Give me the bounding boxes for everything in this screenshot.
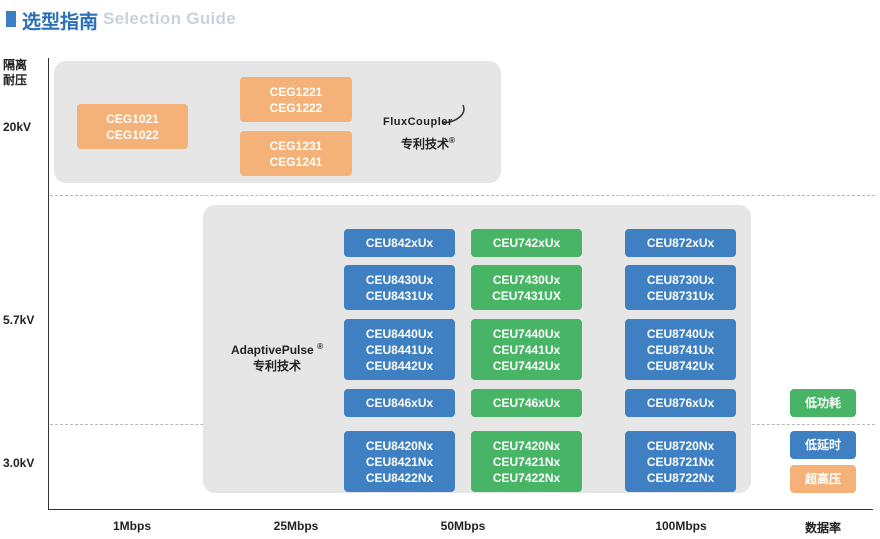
legend-low-latency: 低延时 — [790, 431, 856, 459]
product-box-ceu8740ux[interactable]: CEU8740Ux CEU8741Ux CEU8742Ux — [625, 319, 736, 380]
product-code: CEU8430Ux — [365, 272, 434, 287]
product-code: CEU8742Ux — [646, 358, 715, 373]
product-code: CEG1222 — [269, 100, 323, 115]
product-code: CEU8441Ux — [365, 342, 434, 357]
x-tick-1mbps: 1Mbps — [112, 519, 151, 533]
product-box-ceu872xux[interactable]: CEU872xUx — [625, 229, 736, 257]
product-code: CEU8720Nx — [646, 438, 715, 453]
adaptivepulse-patent-text: 专利技术 — [252, 359, 301, 373]
product-code: CEU7431UX — [492, 288, 561, 303]
product-code: CEU8740Ux — [646, 326, 715, 341]
y-axis-line — [48, 58, 49, 510]
product-code: CEU7421Nx — [492, 454, 561, 469]
separator-20kv — [50, 195, 875, 196]
product-code: CEU742xUx — [492, 236, 561, 250]
product-box-ceu846xux[interactable]: CEU846xUx — [344, 389, 455, 417]
product-code: CEU8721Nx — [646, 454, 715, 469]
fluxcoupler-patent-text: 专利技术 — [401, 137, 450, 151]
legend-low-power: 低功耗 — [790, 389, 856, 417]
product-code: CEG1231 — [269, 138, 323, 153]
y-tick-3-0kv: 3.0kV — [3, 456, 35, 470]
product-code: CEU876xUx — [646, 396, 715, 410]
product-code: CEU8741Ux — [646, 342, 715, 357]
legend-label: 低延时 — [804, 438, 841, 452]
product-code: CEU7440Ux — [492, 326, 561, 341]
x-axis-line — [48, 509, 873, 510]
product-code: CEU846xUx — [365, 396, 434, 410]
y-axis-label-line2: 耐压 — [3, 73, 28, 87]
product-box-ceu8720nx[interactable]: CEU8720Nx CEU8721Nx CEU8722Nx — [625, 431, 736, 492]
x-axis-label: 数据率 — [804, 521, 841, 535]
registered-mark: ® — [449, 136, 455, 145]
y-axis-label-line1: 隔离 — [3, 58, 28, 72]
registered-mark: ® — [317, 342, 323, 351]
product-box-ceu8440ux[interactable]: CEU8440Ux CEU8441Ux CEU8442Ux — [344, 319, 455, 380]
x-tick-100mbps: 100Mbps — [655, 519, 707, 533]
product-code: CEU8422Nx — [365, 470, 434, 485]
product-box-ceu746xux[interactable]: CEU746xUx — [471, 389, 582, 417]
product-box-ceg1021[interactable]: CEG1021 CEG1022 — [77, 104, 188, 149]
legend-label: 低功耗 — [804, 396, 841, 410]
title-accent-bar — [6, 11, 16, 27]
legend-label: 超高压 — [804, 472, 841, 486]
product-box-ceu876xux[interactable]: CEU876xUx — [625, 389, 736, 417]
adaptivepulse-tech-label: AdaptivePulse ® 专利技术 — [213, 339, 341, 374]
product-code: CEG1022 — [106, 127, 159, 142]
product-code: CEU8420Nx — [365, 438, 434, 453]
x-tick-50mbps: 50Mbps — [440, 519, 486, 533]
product-box-ceu842xux[interactable]: CEU842xUx — [344, 229, 455, 257]
product-box-ceu8430ux[interactable]: CEU8430Ux CEU8431Ux — [344, 265, 455, 310]
y-tick-5-7kv: 5.7kV — [3, 313, 35, 327]
product-code: CEG1021 — [106, 111, 159, 126]
product-box-ceu7420nx[interactable]: CEU7420Nx CEU7421Nx CEU7422Nx — [471, 431, 582, 492]
product-code: CEU8440Ux — [365, 326, 434, 341]
y-tick-20kv: 20kV — [3, 120, 32, 134]
product-code: CEU8722Nx — [646, 470, 715, 485]
product-code: CEU7430Ux — [492, 272, 561, 287]
page-subtitle: Selection Guide — [103, 9, 236, 28]
product-box-ceu7440ux[interactable]: CEU7440Ux CEU7441Ux CEU7442Ux — [471, 319, 582, 380]
product-code: CEU8442Ux — [365, 358, 434, 373]
product-box-ceu8730ux[interactable]: CEU8730Ux CEU8731Ux — [625, 265, 736, 310]
product-box-ceg1231[interactable]: CEG1231 CEG1241 — [240, 131, 352, 176]
product-code: CEU7441Ux — [492, 342, 561, 357]
fluxcoupler-tech-label: FluxCoupler 专利技术® — [375, 104, 475, 151]
fluxcoupler-brand: FluxCoupler — [383, 116, 453, 128]
product-code: CEU872xUx — [646, 236, 715, 250]
fluxcoupler-swoosh-icon — [442, 104, 465, 124]
product-code: CEU8421Nx — [365, 454, 434, 469]
product-code: CEG1241 — [269, 154, 323, 169]
product-box-ceg1221[interactable]: CEG1221 CEG1222 — [240, 77, 352, 122]
product-code: CEU8431Ux — [365, 288, 434, 303]
legend-ultra-high-voltage: 超高压 — [790, 465, 856, 493]
product-code: CEU8731Ux — [646, 288, 715, 303]
product-box-ceu742xux[interactable]: CEU742xUx — [471, 229, 582, 257]
product-code: CEU7442Ux — [492, 358, 561, 373]
product-box-ceu8420nx[interactable]: CEU8420Nx CEU8421Nx CEU8422Nx — [344, 431, 455, 492]
x-tick-25mbps: 25Mbps — [273, 519, 319, 533]
product-code: CEU7422Nx — [492, 470, 561, 485]
y-axis-label: 隔离 耐压 — [3, 58, 27, 88]
adaptivepulse-brand: AdaptivePulse — [231, 343, 314, 357]
product-code: CEU746xUx — [492, 396, 561, 410]
product-box-ceu7430ux[interactable]: CEU7430Ux CEU7431UX — [471, 265, 582, 310]
product-code: CEU8730Ux — [646, 272, 715, 287]
page-title: 选型指南 — [22, 12, 99, 33]
product-code: CEU7420Nx — [492, 438, 561, 453]
product-code: CEU842xUx — [365, 236, 434, 250]
product-code: CEG1221 — [269, 84, 323, 99]
